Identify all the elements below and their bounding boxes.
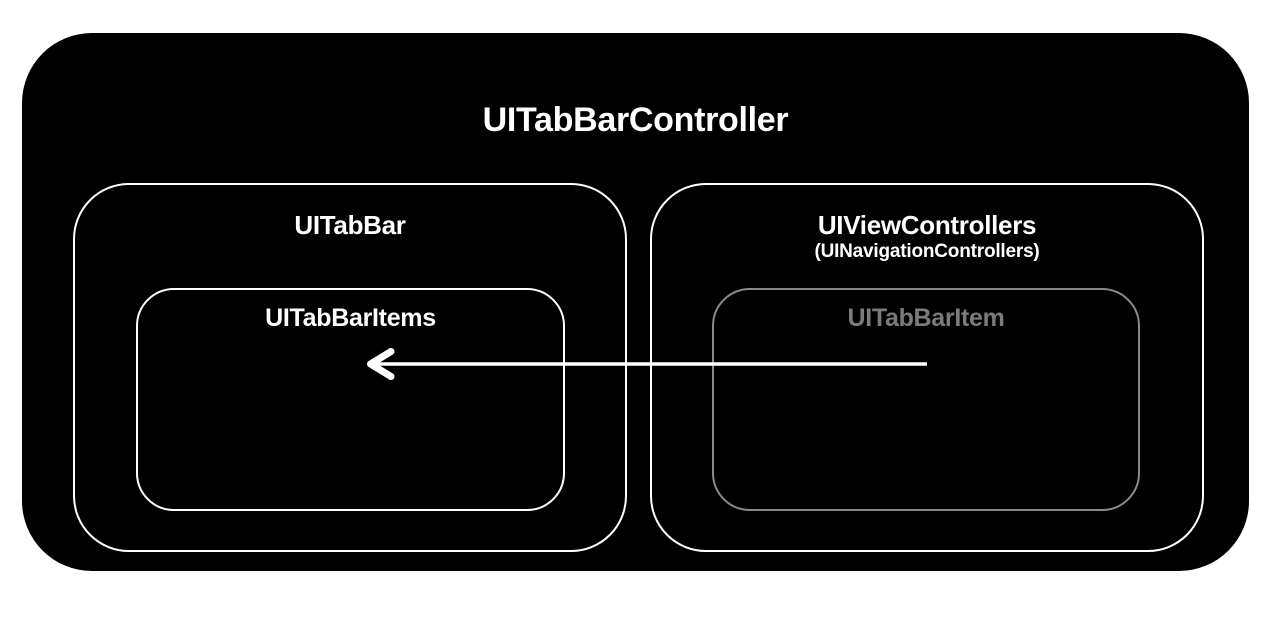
uitabbaritem-title: UITabBarItem bbox=[847, 304, 1005, 332]
uitabbaritem-box: UITabBarItem bbox=[712, 288, 1140, 511]
uitabbaritems-box: UITabBarItems bbox=[136, 288, 565, 511]
uitabbarcontroller-box: UITabBarController UITabBar UITabBarItem… bbox=[22, 33, 1249, 571]
uitabbarcontroller-title: UITabBarController bbox=[482, 101, 789, 139]
uiviewcontrollers-box: UIViewControllers (UINavigationControlle… bbox=[650, 183, 1204, 552]
uinavigationcontrollers-subtitle: (UINavigationControllers) bbox=[814, 241, 1040, 262]
uitabbar-title: UITabBar bbox=[294, 210, 406, 240]
uitabbaritems-title: UITabBarItems bbox=[265, 304, 436, 332]
uiviewcontrollers-title: UIViewControllers bbox=[817, 210, 1037, 240]
uitabbar-box: UITabBar UITabBarItems bbox=[73, 183, 627, 552]
